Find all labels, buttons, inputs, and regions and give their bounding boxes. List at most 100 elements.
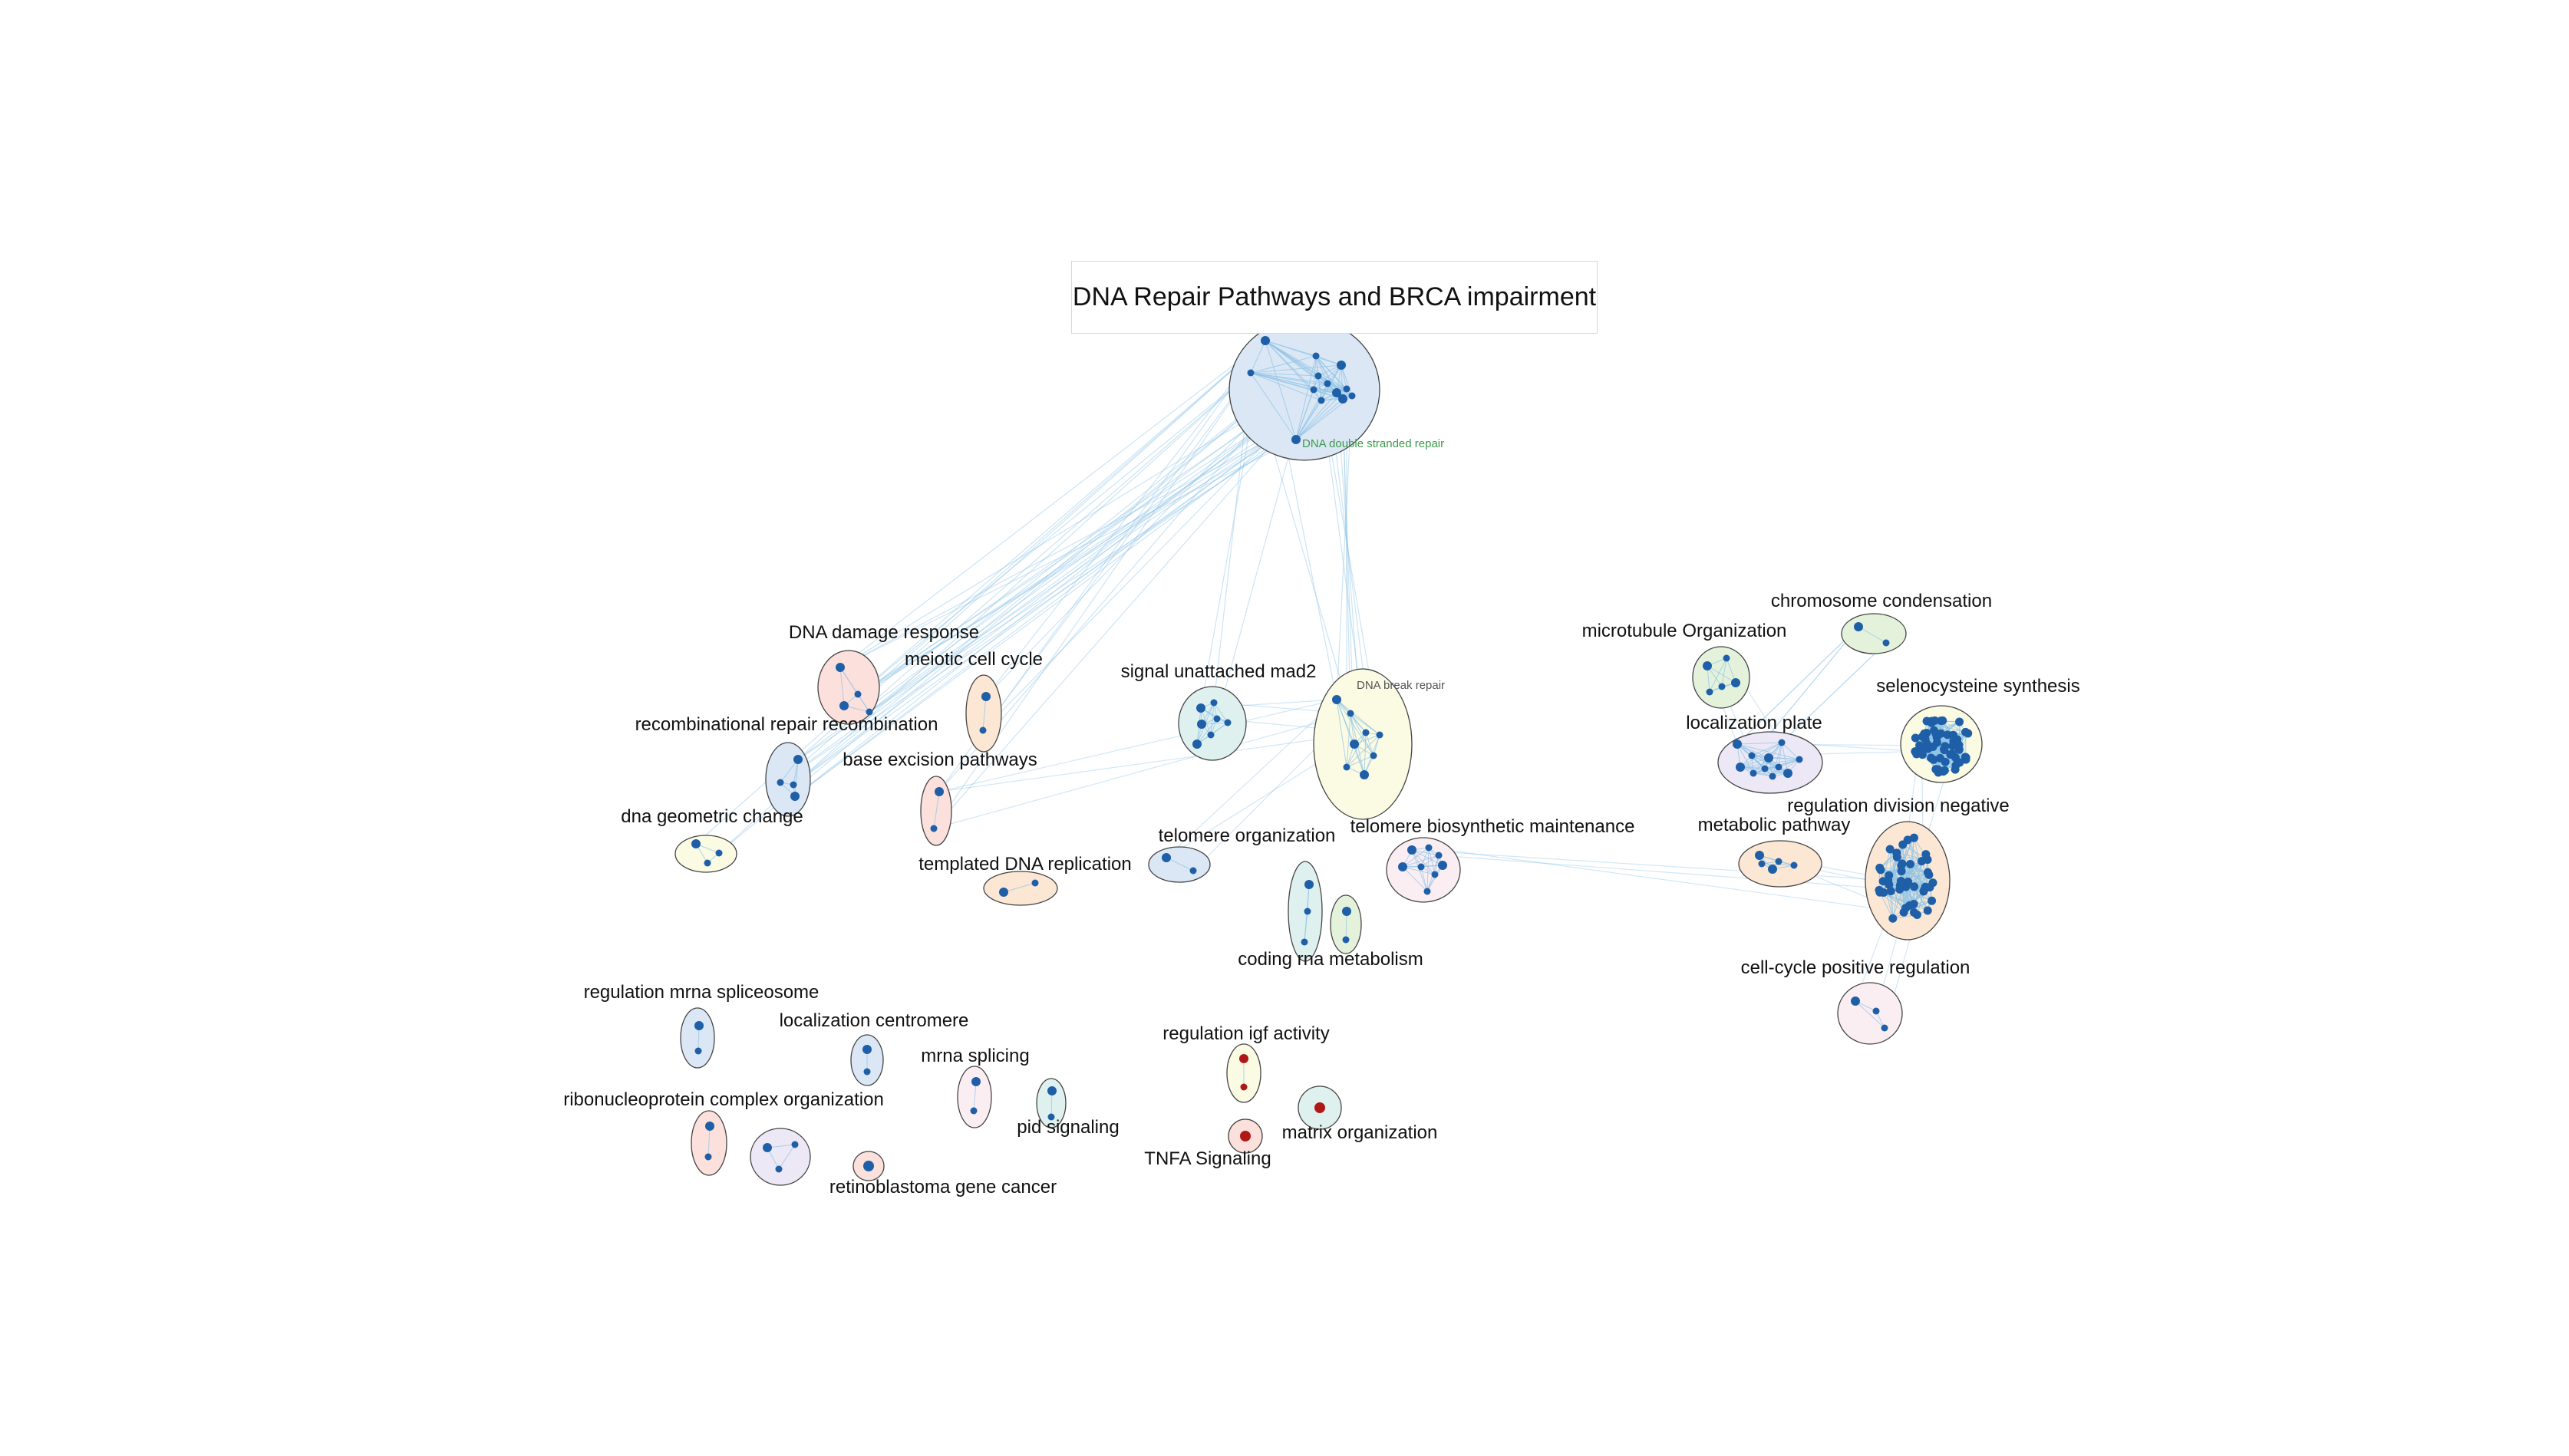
gene-node[interactable] [1360,770,1369,779]
gene-node[interactable] [1261,336,1270,345]
gene-node[interactable] [1736,763,1745,772]
gene-node[interactable] [1922,716,1931,726]
gene-node[interactable] [1928,896,1937,905]
gene-node[interactable] [694,1021,704,1030]
gene-node[interactable] [1761,765,1769,772]
gene-node[interactable] [1885,845,1895,854]
gene-node[interactable] [1775,858,1782,865]
gene-node[interactable] [1189,867,1197,875]
gene-node[interactable] [836,663,845,672]
gene-node[interactable] [1898,859,1907,868]
gene-node[interactable] [1240,1131,1251,1141]
gene-node[interactable] [1888,914,1898,923]
gene-node[interactable] [981,692,991,701]
gene-node[interactable] [1417,863,1425,871]
gene-node[interactable] [1775,763,1782,771]
gene-node[interactable] [1854,622,1863,631]
gene-node[interactable] [1703,661,1712,670]
gene-node[interactable] [1370,752,1377,759]
gene-node[interactable] [1398,862,1407,871]
gene-node[interactable] [694,1047,702,1055]
gene-node[interactable] [1731,678,1740,687]
gene-node[interactable] [793,755,803,764]
gene-node[interactable] [1239,1054,1248,1063]
gene-node[interactable] [1425,844,1433,852]
gene-node[interactable] [1240,1083,1248,1091]
gene-node[interactable] [1768,865,1777,874]
gene-node[interactable] [1881,1024,1888,1032]
gene-node[interactable] [930,825,938,832]
gene-node[interactable] [1934,768,1943,777]
gene-node[interactable] [1362,729,1370,736]
gene-node[interactable] [1031,879,1039,887]
gene-node[interactable] [1317,397,1325,404]
gene-node[interactable] [1748,752,1756,759]
gene-node[interactable] [763,1143,772,1152]
gene-node[interactable] [1875,863,1885,872]
gene-node[interactable] [862,1045,872,1054]
gene-node[interactable] [1932,738,1941,747]
gene-node[interactable] [1706,688,1713,696]
gene-node[interactable] [1304,880,1314,889]
gene-node[interactable] [1851,996,1860,1006]
gene-node[interactable] [1304,908,1311,915]
gene-node[interactable] [1790,861,1798,869]
gene-node[interactable] [1431,871,1439,878]
gene-node[interactable] [1783,769,1792,778]
gene-node[interactable] [1923,868,1932,877]
gene-node[interactable] [1047,1086,1057,1095]
gene-node[interactable] [1310,386,1317,394]
gene-node[interactable] [935,787,944,796]
gene-node[interactable] [1892,852,1901,861]
gene-node[interactable] [1929,755,1938,764]
gene-node[interactable] [1755,851,1764,860]
gene-node[interactable] [971,1077,981,1086]
gene-node[interactable] [863,1161,874,1171]
gene-node[interactable] [1921,850,1931,859]
gene-node[interactable] [704,859,711,867]
gene-node[interactable] [1918,746,1928,755]
gene-node[interactable] [1291,435,1301,444]
gene-node[interactable] [1723,654,1730,662]
gene-node[interactable] [1940,766,1949,775]
gene-node[interactable] [1348,392,1356,400]
gene-node[interactable] [1314,372,1322,380]
gene-node[interactable] [854,690,862,698]
gene-node[interactable] [1931,716,1940,725]
gene-node[interactable] [1423,888,1431,895]
gene-node[interactable] [1718,683,1726,690]
gene-node[interactable] [1438,861,1447,870]
gene-node[interactable] [791,1141,799,1148]
gene-node[interactable] [1247,369,1255,377]
gene-node[interactable] [1338,394,1347,404]
gene-node[interactable] [1758,860,1766,868]
gene-node[interactable] [1955,758,1964,767]
gene-node[interactable] [790,781,797,789]
gene-node[interactable] [1921,882,1930,891]
gene-node[interactable] [1407,845,1416,855]
gene-node[interactable] [1343,763,1350,771]
gene-node[interactable] [1909,833,1918,842]
gene-node[interactable] [1207,731,1215,739]
gene-node[interactable] [790,792,800,801]
gene-node[interactable] [1911,747,1920,756]
gene-node[interactable] [1332,388,1341,397]
gene-node[interactable] [863,1068,871,1076]
gene-node[interactable] [1197,720,1206,729]
gene-node[interactable] [1342,936,1350,944]
gene-node[interactable] [1192,740,1202,749]
gene-node[interactable] [999,888,1008,897]
gene-node[interactable] [1903,835,1912,845]
gene-node[interactable] [1884,875,1893,884]
gene-node[interactable] [704,1153,712,1161]
gene-node[interactable] [1930,726,1939,735]
gene-node[interactable] [1213,715,1221,723]
gene-node[interactable] [1941,742,1950,751]
gene-node[interactable] [1435,852,1443,859]
gene-node[interactable] [1946,750,1955,759]
gene-node[interactable] [970,1107,978,1115]
gene-node[interactable] [1047,1113,1055,1121]
gene-node[interactable] [1350,740,1359,749]
gene-node[interactable] [1224,719,1232,726]
gene-node[interactable] [1936,729,1945,738]
